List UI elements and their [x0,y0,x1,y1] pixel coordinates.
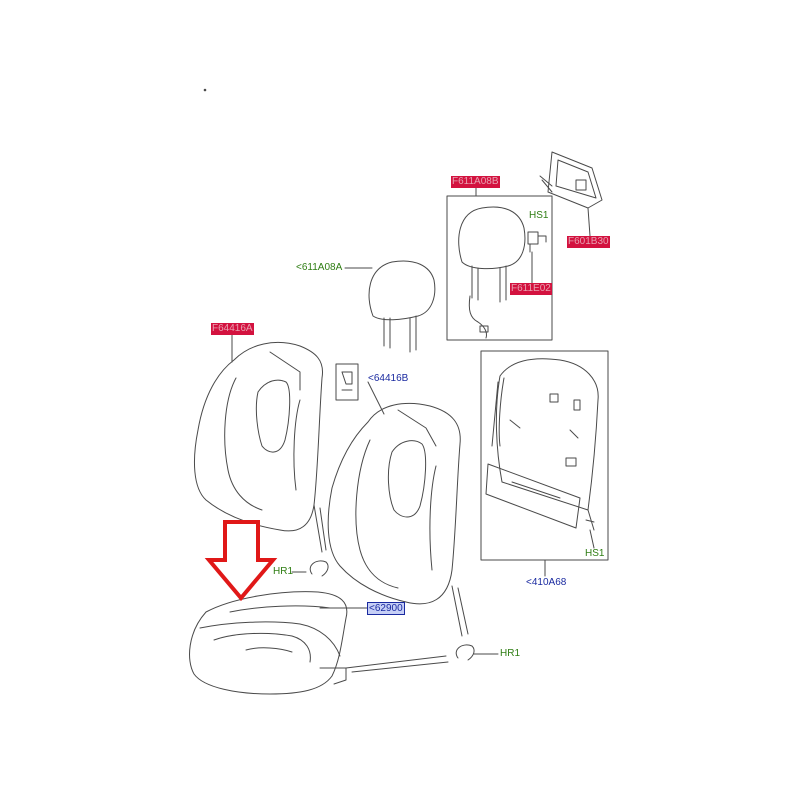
headrest-standalone [368,260,436,353]
label-hr1-right: HR1 [500,648,521,659]
label-hr1-left: HR1 [273,566,294,577]
hr1-clip-left [309,560,329,577]
seat-cushion [189,591,348,695]
switch-part [335,363,359,401]
backrest-right [327,402,469,637]
stray-dot [203,88,207,92]
backrest-right-leader [367,381,385,415]
hr1-clip-right [455,644,475,661]
headrest-box [446,195,553,341]
label-headrest-left: <611A08A [296,262,343,273]
back-panel-part [485,358,599,549]
label-hs1-bottom: HS1 [585,548,605,559]
back-panel-box [480,350,609,561]
label-sleeve: F601B30 [567,236,610,248]
cushion-clip-leaders [345,655,449,673]
label-backrest-right: <64416B [368,373,409,384]
backrest-left [194,342,327,553]
label-guide: F611E02 [510,283,552,295]
guide-clip [527,231,547,285]
label-back-panel: <410A68 [526,577,567,588]
label-cushion: <62900 [367,602,405,615]
label-hs1-top: HS1 [529,210,549,221]
red-down-arrow [204,520,278,602]
headrest-in-box [458,206,526,339]
label-backrest-left: F64416A [211,323,254,335]
sleeve-part [539,151,603,237]
label-headrest-assembly: F611A08B [451,176,500,188]
